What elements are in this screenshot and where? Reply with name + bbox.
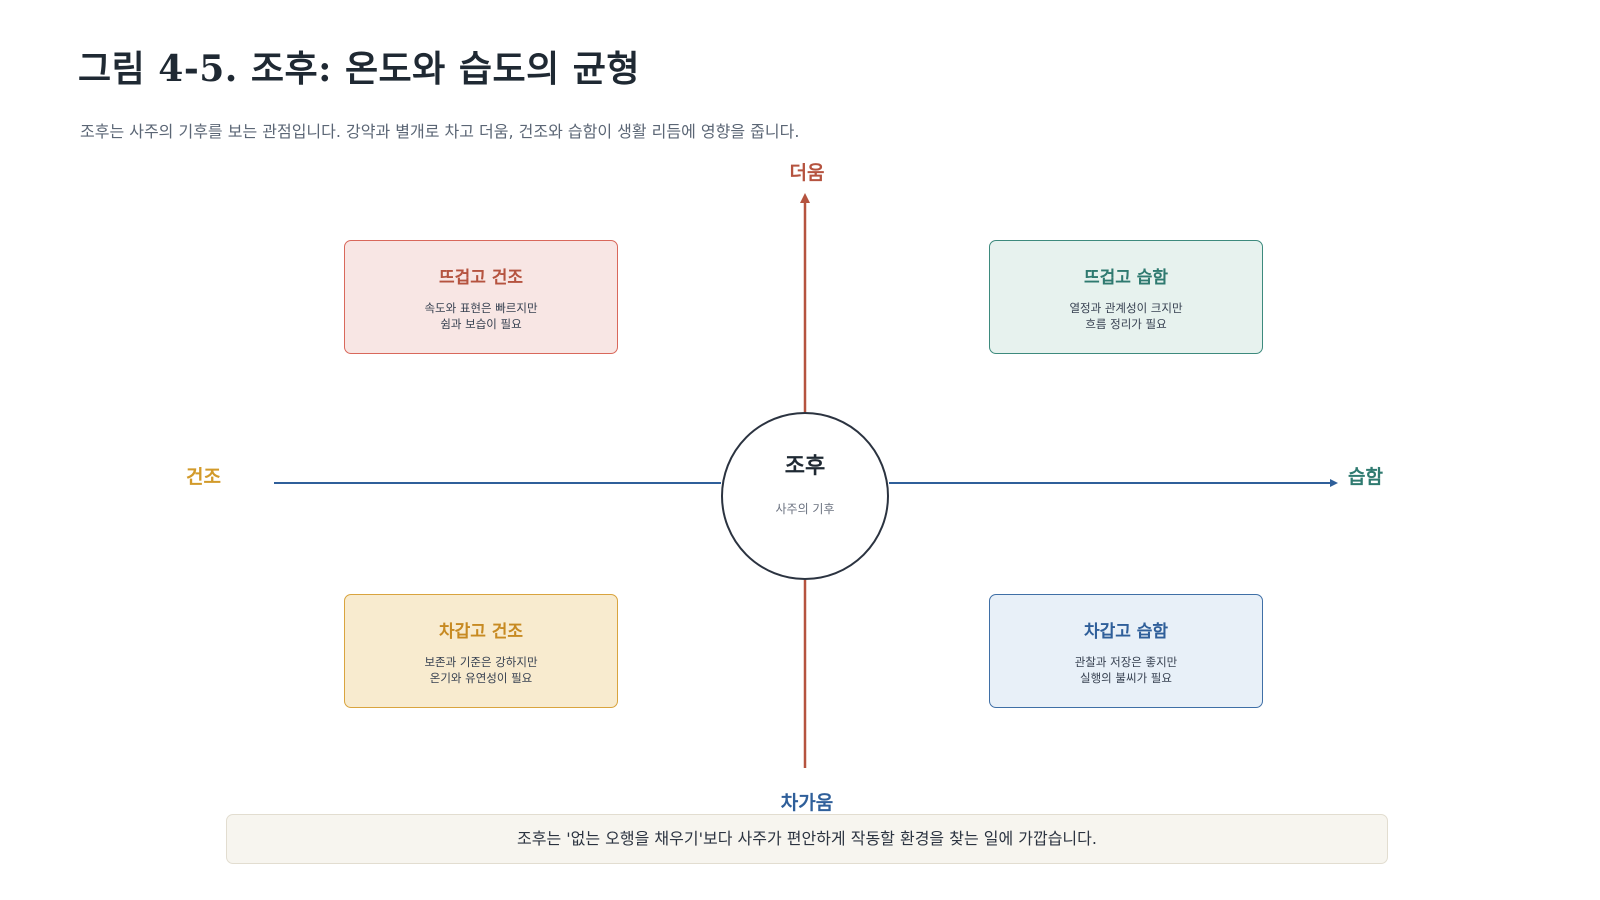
quadrant-cold-dry: 차갑고 건조 보존과 기준은 강하지만 온기와 유연성이 필요 — [344, 594, 618, 708]
axis-label-wet: 습함 — [1348, 466, 1383, 488]
center-node: 조후 사주의 기후 — [721, 412, 889, 580]
quadrant-hot-dry: 뜨겁고 건조 속도와 표현은 빠르지만 쉼과 보습이 필요 — [344, 240, 618, 354]
figure-title: 그림 4-5. 조후: 온도와 습도의 균형 — [78, 48, 640, 90]
quadrant-title: 뜨겁고 건조 — [438, 268, 524, 288]
axis-label-hot: 더움 — [789, 162, 825, 184]
axis-label-dry: 건조 — [186, 466, 221, 488]
quadrant-title: 뜨겁고 습함 — [1083, 268, 1169, 288]
quadrant-description: 보존과 기준은 강하지만 온기와 유연성이 필요 — [424, 655, 538, 685]
center-title: 조후 — [784, 454, 826, 479]
quadrant-cold-wet: 차갑고 습함 관찰과 저장은 좋지만 실행의 불씨가 필요 — [989, 594, 1263, 708]
quadrant-title: 차갑고 습함 — [1083, 622, 1169, 642]
quadrant-description: 열정과 관계성이 크지만 흐름 정리가 필요 — [1069, 301, 1183, 331]
quadrant-description: 관찰과 저장은 좋지만 실행의 불씨가 필요 — [1074, 655, 1178, 685]
figure-subtitle: 조후는 사주의 기후를 보는 관점입니다. 강약과 별개로 차고 더움, 건조와… — [80, 122, 800, 141]
summary-note: 조후는 '없는 오행을 채우기'보다 사주가 편안하게 작동할 환경을 찾는 일… — [226, 814, 1388, 864]
quadrant-description: 속도와 표현은 빠르지만 쉼과 보습이 필요 — [424, 301, 538, 331]
axis-label-cold: 차가움 — [780, 792, 834, 814]
center-subtitle: 사주의 기후 — [775, 502, 835, 516]
quadrant-hot-wet: 뜨겁고 습함 열정과 관계성이 크지만 흐름 정리가 필요 — [989, 240, 1263, 354]
quadrant-title: 차갑고 건조 — [438, 622, 524, 642]
